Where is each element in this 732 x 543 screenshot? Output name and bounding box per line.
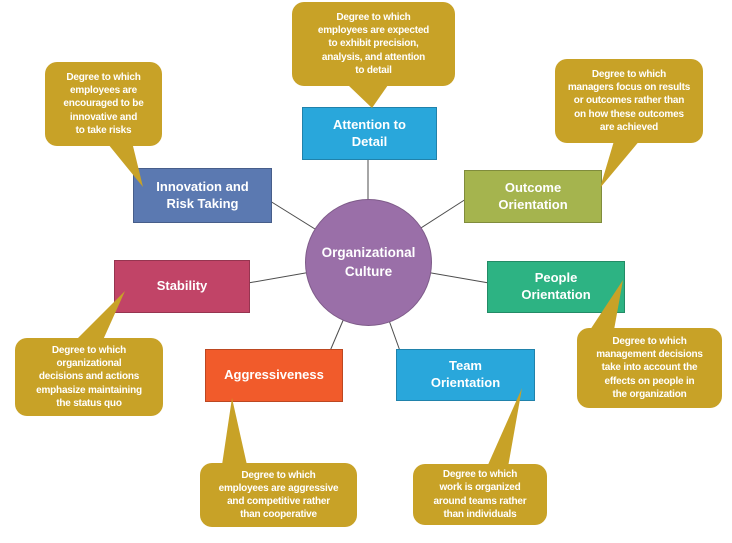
callout-people-orientation: Degree to which management decisions tak…: [577, 328, 722, 408]
callout-tail-attention: [348, 85, 388, 108]
callout-text-team-orientation: Degree to which work is organized around…: [433, 469, 527, 520]
callout-aggressiveness: Degree to which employees are aggressive…: [200, 463, 357, 527]
node-label-aggressiveness: Aggressiveness: [224, 367, 324, 383]
node-box-innovation-and-risk-taking: Innovation and Risk Taking: [133, 168, 272, 223]
callout-text-innovation-and-risk-taking: Degree to which employees are encouraged…: [63, 72, 144, 136]
callout-text-attention-to-detail: Degree to which employees are expected t…: [317, 12, 430, 76]
node-box-team-orientation: Team Orientation: [396, 349, 535, 401]
callout-stability: Degree to which organizational decisions…: [15, 338, 163, 416]
callout-text-stability: Degree to which organizational decisions…: [36, 345, 142, 409]
center-circle-organizational-culture: Organizational Culture: [305, 199, 432, 326]
node-label-team-orientation: Team Orientation: [430, 358, 501, 390]
node-label-stability: Stability: [156, 278, 208, 294]
callout-text-outcome-orientation: Degree to which managers focus on result…: [567, 69, 691, 133]
node-box-outcome-orientation: Outcome Orientation: [464, 170, 602, 223]
node-box-attention-to-detail: Attention to Detail: [302, 107, 437, 160]
callout-attention-to-detail: Degree to which employees are expected t…: [292, 2, 455, 86]
center-label: Organizational Culture: [321, 245, 416, 279]
callout-team-orientation: Degree to which work is organized around…: [413, 464, 547, 525]
node-box-people-orientation: People Orientation: [487, 261, 625, 313]
node-box-aggressiveness: Aggressiveness: [205, 349, 343, 402]
callout-outcome-orientation: Degree to which managers focus on result…: [555, 59, 703, 143]
node-label-innovation-and-risk-taking: Innovation and Risk Taking: [156, 178, 249, 211]
node-box-stability: Stability: [114, 260, 250, 313]
callout-tail-outcome: [600, 139, 641, 188]
callout-tail-aggressiveness: [222, 398, 247, 465]
callout-innovation-and-risk-taking: Degree to which employees are encouraged…: [45, 62, 162, 146]
node-label-outcome-orientation: Outcome Orientation: [498, 179, 568, 212]
node-label-people-orientation: People Orientation: [521, 270, 591, 302]
node-label-attention-to-detail: Attention to Detail: [333, 116, 406, 149]
callout-text-people-orientation: Degree to which management decisions tak…: [596, 336, 703, 400]
callout-text-aggressiveness: Degree to which employees are aggressive…: [218, 469, 339, 521]
